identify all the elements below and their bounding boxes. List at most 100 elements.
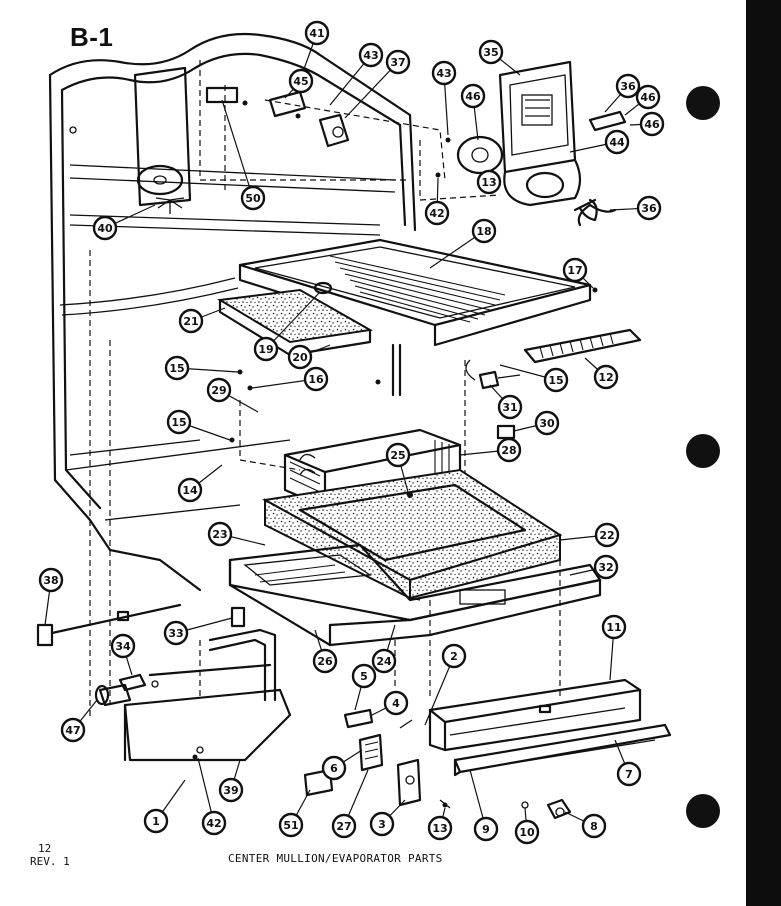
callout-c6: 6 — [321, 755, 347, 781]
callout-label: 15 — [548, 374, 563, 387]
callout-c16: 16 — [303, 366, 329, 392]
callout-c17: 17 — [562, 257, 588, 283]
callout-c28: 28 — [496, 437, 522, 463]
cabinet-liner — [48, 32, 417, 592]
callout-label: 32 — [598, 561, 613, 574]
mullion-heater — [36, 603, 277, 702]
callout-label: 3 — [378, 818, 386, 831]
callout-label: 20 — [292, 351, 308, 364]
callout-label: 13 — [481, 176, 496, 189]
callout-c50: 50 — [240, 185, 266, 211]
callout-label: 36 — [620, 80, 636, 93]
leader-line-c19 — [265, 291, 321, 350]
callout-c36b: 36 — [636, 195, 662, 221]
callout-c1: 1 — [143, 808, 169, 834]
callout-label: 16 — [308, 373, 324, 386]
callout-label: 11 — [606, 621, 621, 634]
leader-lines — [44, 32, 653, 833]
callout-label: 46 — [644, 118, 660, 131]
callout-c8: 8 — [581, 813, 607, 839]
callout-label: 15 — [171, 416, 186, 429]
callout-label: 37 — [390, 56, 405, 69]
callout-label: 14 — [182, 484, 198, 497]
drain-tube — [391, 343, 402, 397]
callout-label: 17 — [567, 264, 582, 277]
callout-label: 51 — [283, 819, 298, 832]
callout-c14: 14 — [177, 477, 203, 503]
callout-label: 10 — [519, 826, 535, 839]
callout-label: 22 — [599, 529, 614, 542]
callout-label: 12 — [598, 371, 613, 384]
callout-label: 42 — [429, 207, 444, 220]
callout-c9: 9 — [473, 816, 499, 842]
binder-hole-middle — [686, 434, 720, 468]
callout-c13a: 13 — [476, 169, 502, 195]
callout-label: 31 — [502, 401, 517, 414]
callout-c30: 30 — [534, 410, 560, 436]
callout-label: 44 — [609, 136, 625, 149]
callout-c25: 25 — [385, 442, 411, 468]
callout-c2: 2 — [441, 643, 467, 669]
callout-label: 43 — [436, 67, 451, 80]
callout-label: 4 — [392, 697, 400, 710]
callout-c35: 35 — [478, 39, 504, 65]
callout-label: 35 — [483, 46, 498, 59]
callout-label: 46 — [640, 91, 656, 104]
page-code: B-1 — [70, 22, 114, 52]
callout-c31: 31 — [497, 394, 523, 420]
callout-c44: 44 — [604, 129, 630, 155]
scan-edge — [746, 0, 781, 906]
callout-c12: 12 — [593, 364, 619, 390]
callout-c15b: 15 — [543, 367, 569, 393]
callout-c37: 37 — [385, 49, 411, 75]
leader-line-c2 — [424, 655, 455, 726]
evaporator-fan-left — [136, 164, 185, 214]
leader-line-c37 — [344, 61, 399, 119]
callout-label: 36 — [641, 202, 657, 215]
callout-label: 6 — [330, 762, 338, 775]
screws — [192, 100, 598, 808]
callout-label: 24 — [376, 655, 392, 668]
callout-label: 2 — [450, 650, 458, 663]
callout-c33: 33 — [163, 620, 189, 646]
callout-c5: 5 — [351, 663, 377, 689]
callout-c4: 4 — [383, 690, 409, 716]
callout-c7: 7 — [616, 761, 642, 787]
drain-pan — [261, 468, 563, 601]
callout-c42a: 42 — [424, 200, 450, 226]
callout-c21: 21 — [178, 308, 204, 334]
callout-c34: 34 — [110, 633, 136, 659]
callout-label: 13 — [432, 822, 447, 835]
callout-label: 7 — [625, 768, 633, 781]
mullion-bar — [428, 678, 672, 820]
base-frame — [228, 543, 602, 647]
callout-c43b: 43 — [431, 60, 457, 86]
diagram-caption: CENTER MULLION/EVAPORATOR PARTS — [228, 852, 443, 865]
callout-label: 38 — [43, 574, 58, 587]
callout-c18: 18 — [471, 218, 497, 244]
leader-line-c50 — [221, 99, 254, 199]
callout-label: 45 — [293, 75, 308, 88]
callout-label: 47 — [65, 724, 80, 737]
callout-label: 5 — [360, 670, 368, 683]
callout-c47: 47 — [60, 717, 86, 743]
callout-c32a: 32 — [593, 554, 619, 580]
callout-label: 15 — [169, 362, 184, 375]
callout-c41: 41 — [304, 20, 330, 46]
binder-hole-bottom — [686, 794, 720, 828]
callout-label: 39 — [223, 784, 238, 797]
callout-c10: 10 — [514, 819, 540, 845]
callout-label: 8 — [590, 820, 598, 833]
callout-c29: 29 — [206, 377, 232, 403]
fan-housing-right — [456, 60, 627, 227]
callout-c46b: 46 — [639, 111, 665, 137]
revision-label: REV. 1 — [30, 855, 70, 868]
callout-label: 46 — [465, 90, 481, 103]
callout-c43a: 43 — [358, 42, 384, 68]
drain-grille — [523, 328, 642, 364]
callout-label: 29 — [211, 384, 226, 397]
callout-c11: 11 — [601, 614, 627, 640]
callout-c15c: 15 — [166, 409, 192, 435]
callout-c23: 23 — [207, 521, 233, 547]
